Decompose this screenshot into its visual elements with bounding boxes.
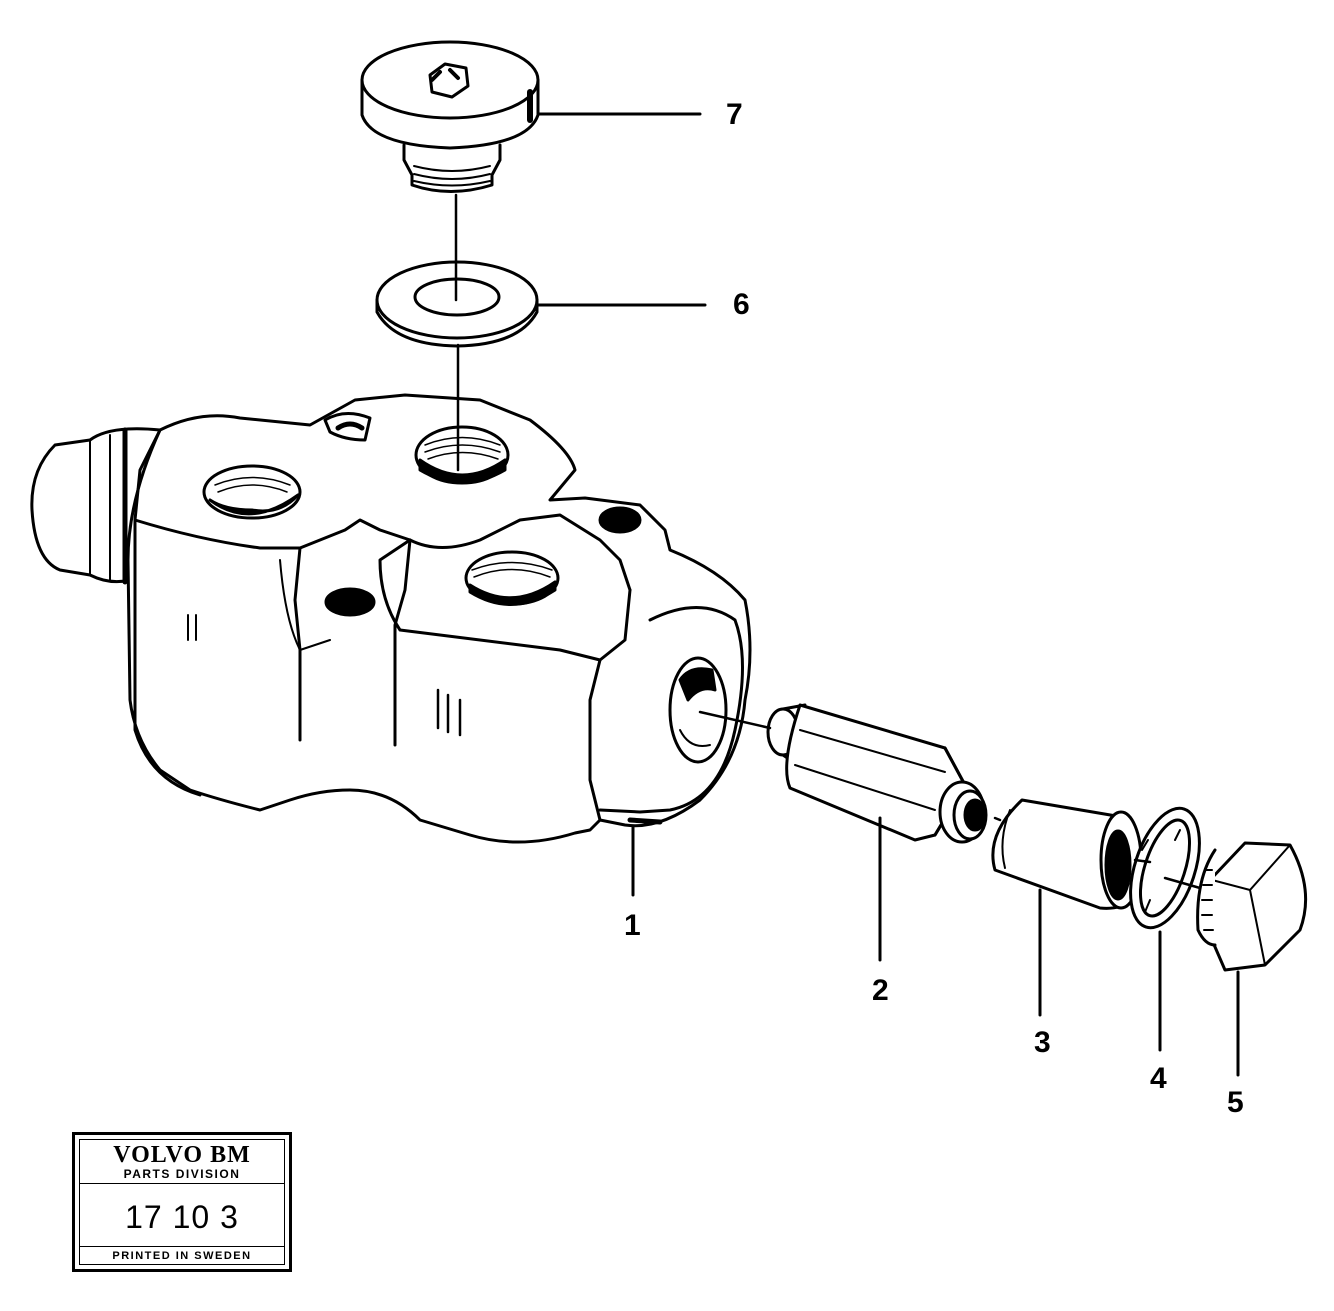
part-3-sleeve	[991, 798, 1143, 910]
callout-4: 4	[1150, 1062, 1167, 1095]
callout-1: 1	[624, 909, 641, 942]
stamp-divider-top	[80, 1183, 284, 1184]
part-2-valve-cartridge	[766, 703, 988, 844]
callout-6: 6	[733, 288, 750, 321]
part-7-plug-screw	[360, 40, 540, 193]
stamp-illustration-number: 17 10 3	[125, 1199, 239, 1235]
callout-3: 3	[1034, 1026, 1051, 1059]
callout-7: 7	[726, 98, 743, 131]
assembly-axis-horizontal	[698, 710, 1202, 890]
callout-5: 5	[1227, 1086, 1244, 1119]
stamp-division: PARTS DIVISION	[123, 1167, 241, 1181]
volvo-parts-stamp: VOLVO BM PARTS DIVISION 17 10 3 PRINTED …	[72, 1132, 292, 1272]
part-1-valve-housing	[30, 393, 752, 844]
assembly-axis-vertical	[454, 193, 460, 472]
stamp-divider-bottom	[80, 1246, 284, 1247]
callout-2: 2	[872, 974, 889, 1007]
stamp-inner-frame: VOLVO BM PARTS DIVISION 17 10 3 PRINTED …	[79, 1139, 285, 1265]
part-4-snap-ring	[1129, 806, 1201, 930]
stamp-printed-in: PRINTED IN SWEDEN	[112, 1250, 252, 1262]
stamp-brand: VOLVO BM	[113, 1142, 251, 1168]
part-5-plug	[1196, 841, 1308, 972]
